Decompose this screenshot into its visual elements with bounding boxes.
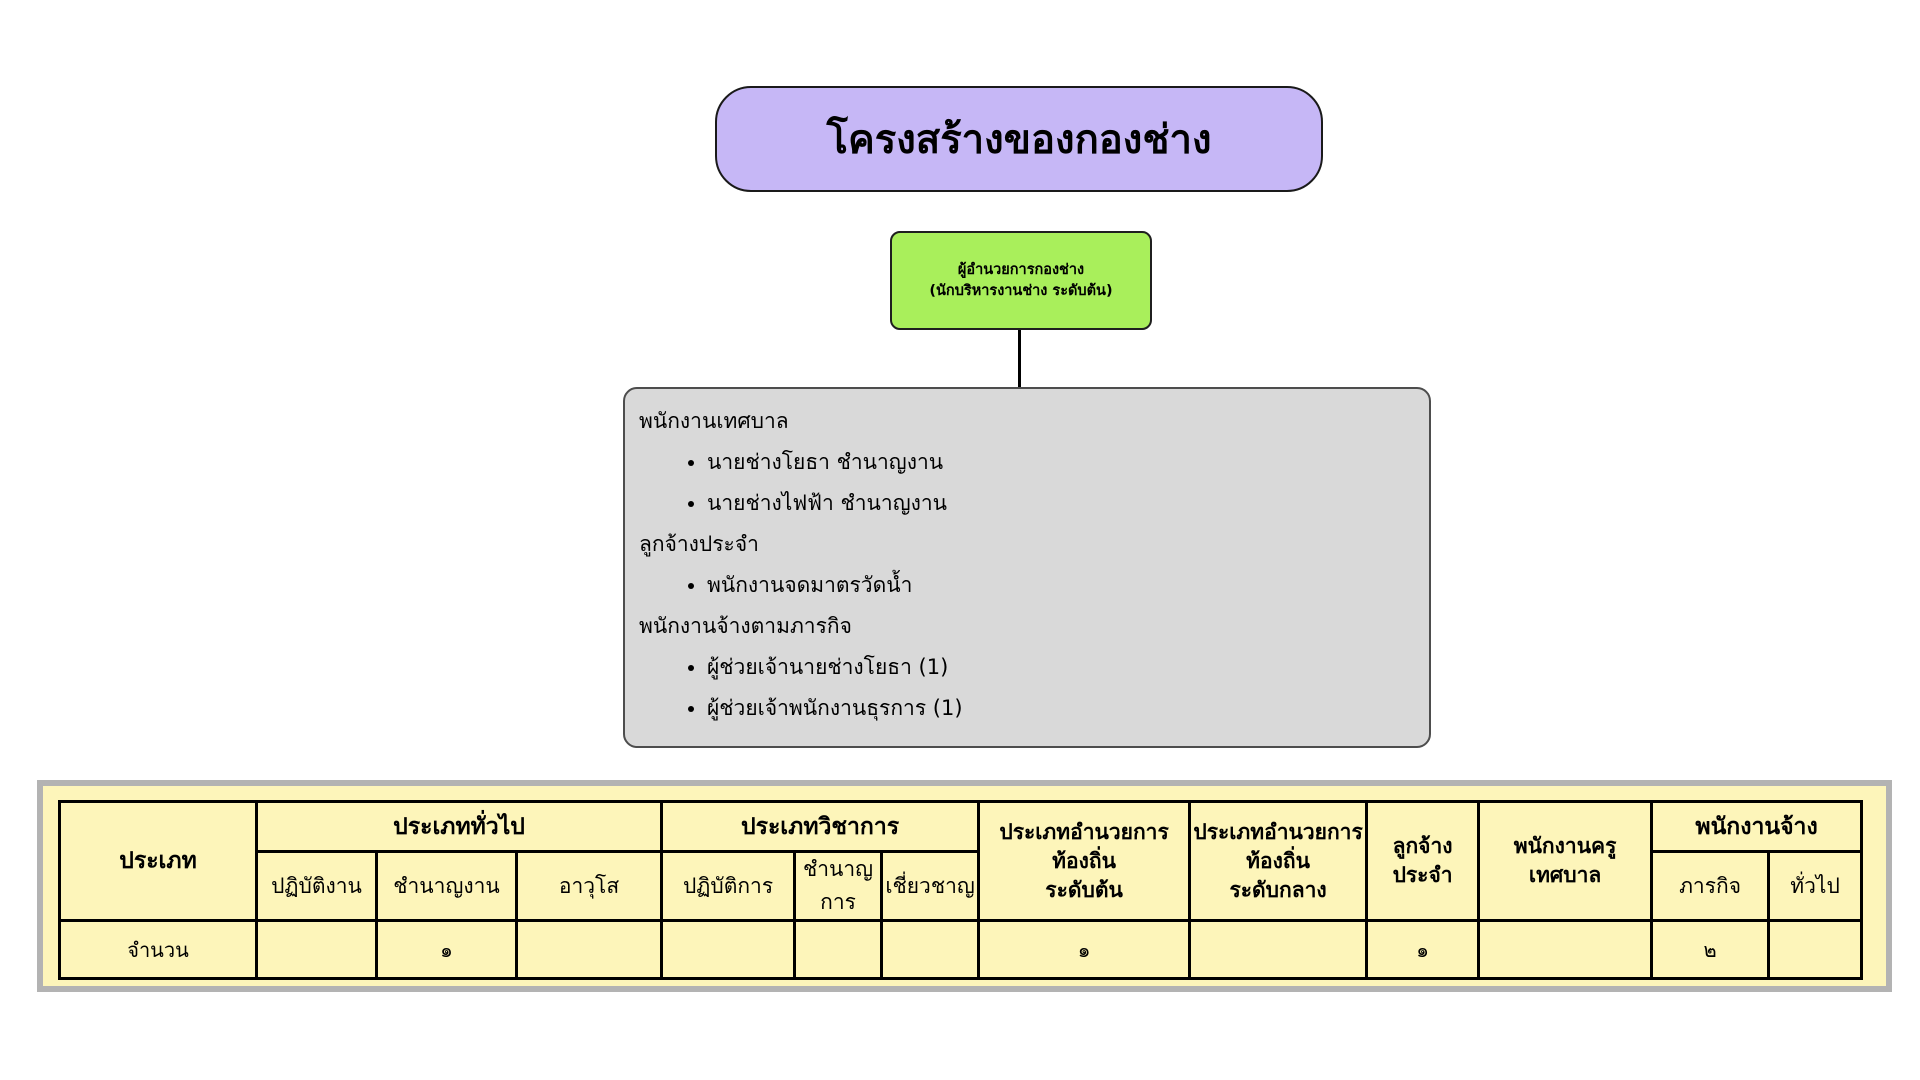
staff-list-item: ผู้ช่วยเจ้าพนักงานธุรการ (1) xyxy=(707,688,1419,729)
col-header-permanent-employee: ลูกจ้าง ประจำ xyxy=(1365,800,1481,922)
count-cell: ๒ xyxy=(1650,919,1771,980)
table-count-row: จำนวน ๑ ๑ ๑ ๒ xyxy=(58,919,1864,980)
count-cell xyxy=(514,919,664,980)
staffing-table-frame: ประเภท ประเภททั่วไป ประเภทวิชาการ ประเภท… xyxy=(37,780,1892,992)
staff-list-item: พนักงานจดมาตรวัดน้ำ xyxy=(707,565,1419,606)
org-connector-line xyxy=(1018,330,1021,388)
sub-header-mission: ภารกิจ xyxy=(1650,850,1771,922)
chart-title: โครงสร้างของกองช่าง xyxy=(826,117,1212,163)
staff-list-box: พนักงานเทศบาล นายช่างโยธา ชำนาญงาน นายช่… xyxy=(623,387,1431,748)
count-cell xyxy=(255,919,378,980)
count-cell: ๑ xyxy=(1365,919,1481,980)
staff-list-item: ผู้ช่วยเจ้านายช่างโยธา (1) xyxy=(707,647,1419,688)
staff-list-item: นายช่างไฟฟ้า ชำนาญงาน xyxy=(707,483,1419,524)
count-cell xyxy=(880,919,981,980)
director-title: ผู้อำนวยการกองช่าง xyxy=(957,261,1085,278)
staff-section-heading: พนักงานจ้างตามภารกิจ xyxy=(639,614,852,638)
group-header-hired-employee: พนักงานจ้าง xyxy=(1650,800,1864,853)
staff-section-list: นายช่างโยธา ชำนาญงาน นายช่างไฟฟ้า ชำนาญง… xyxy=(639,442,1419,524)
count-cell xyxy=(1477,919,1654,980)
sub-header-operational: ปฏิบัติงาน xyxy=(255,850,378,922)
staff-section-list: ผู้ช่วยเจ้านายช่างโยธา (1) ผู้ช่วยเจ้าพน… xyxy=(639,647,1419,729)
col-header-local-director-junior: ประเภทอำนวยการ ท้องถิ่น ระดับต้น xyxy=(977,800,1192,922)
sub-header-expert: เชี่ยวชาญ xyxy=(880,850,981,922)
sub-header-general: ทั่วไป xyxy=(1767,850,1864,922)
count-cell xyxy=(660,919,797,980)
count-cell: ๑ xyxy=(375,919,518,980)
group-header-general-type: ประเภททั่วไป xyxy=(254,800,664,853)
staff-section-list: พนักงานจดมาตรวัดน้ำ xyxy=(639,565,1419,606)
col-header-category: ประเภท xyxy=(58,800,258,922)
count-cell xyxy=(1767,919,1864,980)
count-cell xyxy=(793,919,884,980)
count-cell: ๑ xyxy=(977,919,1192,980)
chart-title-banner: โครงสร้างของกองช่าง xyxy=(715,86,1323,192)
col-header-local-director-middle: ประเภทอำนวยการ ท้องถิ่น ระดับกลาง xyxy=(1188,800,1369,922)
staff-list-item: นายช่างโยธา ชำนาญงาน xyxy=(707,442,1419,483)
sub-header-senior: อาวุโส xyxy=(514,850,664,922)
director-node: ผู้อำนวยการกองช่าง (นักบริหารงานช่าง ระด… xyxy=(890,231,1152,330)
sub-header-professional: ชำนาญการ xyxy=(793,850,884,922)
table-group-header-row: ประเภท ประเภททั่วไป ประเภทวิชาการ ประเภท… xyxy=(58,800,1864,922)
staff-section-heading: พนักงานเทศบาล xyxy=(639,409,789,433)
staffing-table: ประเภท ประเภททั่วไป ประเภทวิชาการ ประเภท… xyxy=(58,800,1864,980)
group-header-academic-type: ประเภทวิชาการ xyxy=(660,800,981,853)
count-cell xyxy=(1188,919,1369,980)
sub-header-experienced: ชำนาญงาน xyxy=(375,850,518,922)
staff-section-heading: ลูกจ้างประจำ xyxy=(639,532,759,556)
sub-header-practitioner: ปฏิบัติการ xyxy=(660,850,797,922)
row-header-count: จำนวน xyxy=(58,919,258,980)
col-header-municipal-teacher: พนักงานครู เทศบาล xyxy=(1477,800,1654,922)
table-sub-header-row: ปฏิบัติงาน ชำนาญงาน อาวุโส ปฏิบัติการ ชำ… xyxy=(60,850,1864,922)
director-position-level: (นักบริหารงานช่าง ระดับต้น) xyxy=(929,282,1113,299)
